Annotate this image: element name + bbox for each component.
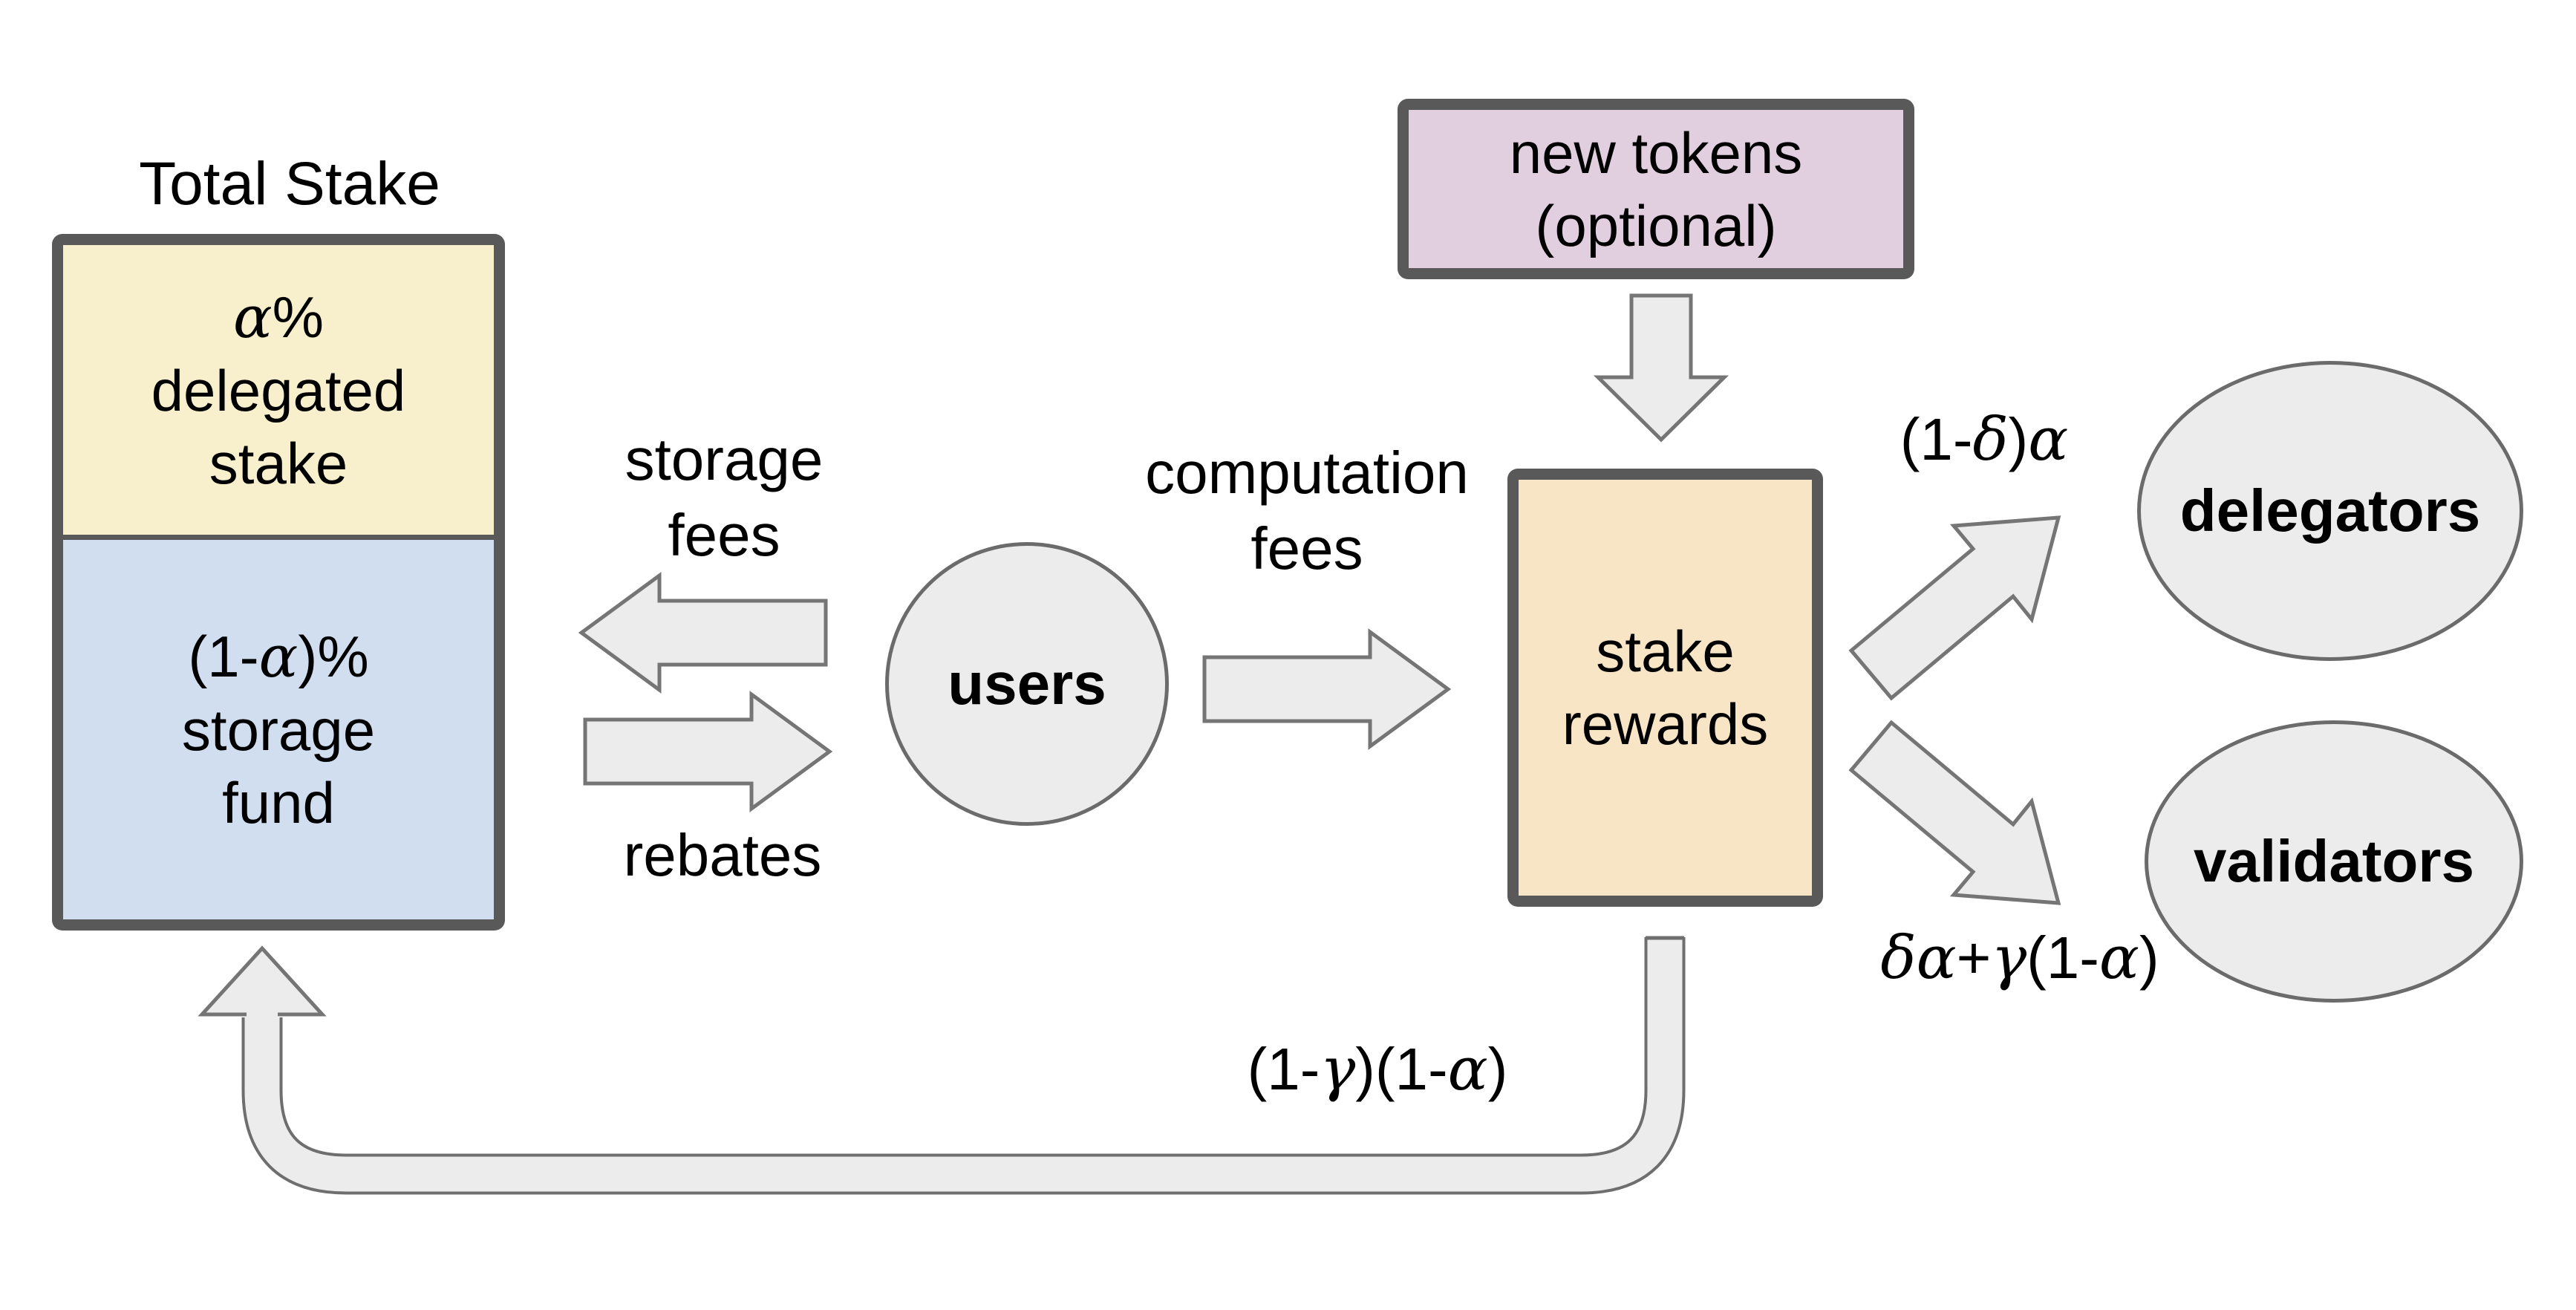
- delegated-stake-line: delegated: [151, 357, 406, 423]
- rebates-arrow: [583, 691, 833, 812]
- delegated-stake-segment: α% delegated stake: [63, 245, 494, 540]
- storage-fees-line: fees: [668, 502, 780, 568]
- to-delegators-label: (1-δ)α: [1900, 405, 2069, 474]
- delegators-node: delegators: [2137, 361, 2523, 661]
- to-storage-fund-label: (1-γ)(1-α): [1247, 1034, 1508, 1104]
- computation-fees-line: computation: [1145, 440, 1469, 506]
- storage-fund-segment: (1-α)% storage fund: [63, 540, 494, 919]
- new-tokens-line: (optional): [1535, 192, 1777, 258]
- storage-fees-label: storage fees: [625, 422, 824, 573]
- delegated-stake-line: stake: [209, 430, 348, 496]
- recycle-arrowhead: [198, 945, 327, 1017]
- validators-label: validators: [2194, 828, 2474, 894]
- delegated-stake-line: α%: [232, 284, 325, 351]
- new-tokens-line: new tokens: [1509, 120, 1803, 186]
- delegators-label: delegators: [2179, 478, 2481, 544]
- computation-fees-arrow: [1202, 628, 1452, 750]
- storage-fees-line: storage: [625, 426, 824, 492]
- stake-rewards-box: stake rewards: [1507, 469, 1823, 907]
- users-label: users: [948, 651, 1106, 717]
- new-tokens-box: new tokens (optional): [1398, 99, 1914, 279]
- validators-node: validators: [2145, 720, 2523, 1003]
- users-node: users: [885, 542, 1169, 826]
- stake-rewards-line: rewards: [1562, 691, 1769, 757]
- storage-fund-line: storage: [181, 697, 376, 763]
- total-stake-title: Total Stake: [139, 150, 440, 218]
- storage-fund-line: fund: [222, 770, 335, 835]
- to-validators-label: δα+γ(1-α): [1880, 923, 2159, 992]
- rebates-label: rebates: [623, 822, 822, 888]
- to-validators-arrow: [1848, 720, 2061, 905]
- storage-fund-line: (1-α)%: [188, 624, 369, 691]
- computation-fees-label: computation fees: [1145, 435, 1469, 587]
- storage-fees-arrow: [578, 572, 828, 694]
- recycle-arrowhead-joint: [247, 1010, 278, 1019]
- to-delegators-arrow: [1848, 515, 2061, 701]
- recycle-pipe: [244, 937, 1683, 1192]
- new-tokens-arrow: [1593, 293, 1729, 443]
- total-stake-box: α% delegated stake (1-α)% storage fund: [52, 234, 505, 931]
- stake-rewards-line: stake: [1596, 619, 1735, 684]
- computation-fees-line: fees: [1250, 515, 1363, 581]
